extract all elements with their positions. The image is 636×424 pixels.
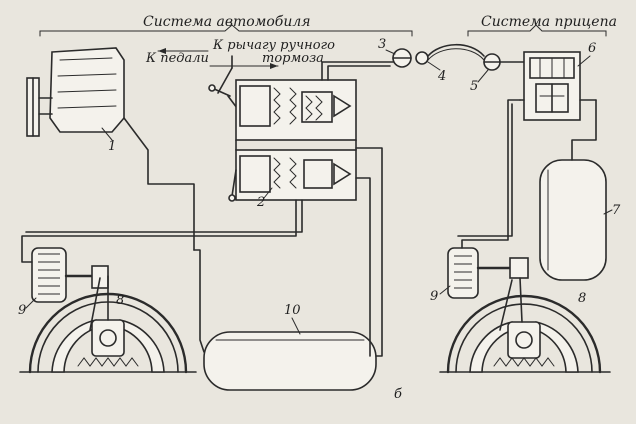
to-lever-label: К рычагу ручного bbox=[212, 38, 335, 53]
leader-3 bbox=[385, 49, 396, 55]
part-number-4: 4 bbox=[437, 69, 446, 84]
leader-5 bbox=[477, 69, 489, 83]
trailer-system-title: Система прицепа bbox=[481, 14, 617, 30]
part-number-1: 1 bbox=[108, 139, 116, 154]
leader-4 bbox=[427, 61, 441, 71]
brake-mechanism-vehicle bbox=[19, 275, 197, 374]
air-lines bbox=[21, 61, 597, 357]
part-number-8-trailer: 8 bbox=[578, 291, 586, 306]
part-number-7: 7 bbox=[612, 203, 621, 218]
part-number-9-trailer: 9 bbox=[430, 289, 438, 304]
leader-10 bbox=[291, 317, 301, 335]
trailer-system-brace bbox=[467, 24, 607, 37]
to-lever-label-2: тормоза bbox=[262, 51, 324, 66]
leader-2 bbox=[263, 187, 273, 199]
main-air-tank bbox=[203, 331, 377, 391]
disconnect-valve bbox=[415, 44, 485, 65]
part-number-9: 9 bbox=[18, 303, 26, 318]
part-number-3: 3 bbox=[378, 37, 386, 52]
connecting-head-trailer bbox=[483, 53, 525, 71]
to-lever-arrowhead bbox=[270, 63, 278, 69]
part-number-2: 2 bbox=[256, 195, 265, 210]
part-number-10: 10 bbox=[284, 303, 301, 318]
vehicle-system-title: Система автомобиля bbox=[143, 14, 311, 30]
brake-chamber-trailer bbox=[447, 247, 529, 299]
leader-6 bbox=[577, 55, 591, 67]
vehicle-system-brace bbox=[39, 24, 413, 37]
leader-9 bbox=[25, 297, 37, 309]
leader-9-trailer bbox=[439, 285, 451, 295]
air-distributor bbox=[519, 51, 597, 121]
brake-valve bbox=[208, 55, 357, 202]
brake-mechanism-trailer bbox=[439, 277, 611, 374]
part-number-5: 5 bbox=[470, 79, 478, 94]
to-pedal-arrowhead bbox=[158, 48, 166, 54]
figure-letter: б bbox=[394, 387, 402, 402]
compressor bbox=[26, 47, 125, 137]
leader-7 bbox=[603, 209, 613, 215]
leader-1 bbox=[101, 127, 113, 141]
part-number-6: 6 bbox=[588, 41, 596, 56]
to-pedal-label: К педали bbox=[145, 51, 209, 66]
connecting-head-vehicle bbox=[392, 48, 412, 68]
trailer-air-tank bbox=[539, 159, 607, 281]
part-number-8: 8 bbox=[116, 293, 124, 308]
